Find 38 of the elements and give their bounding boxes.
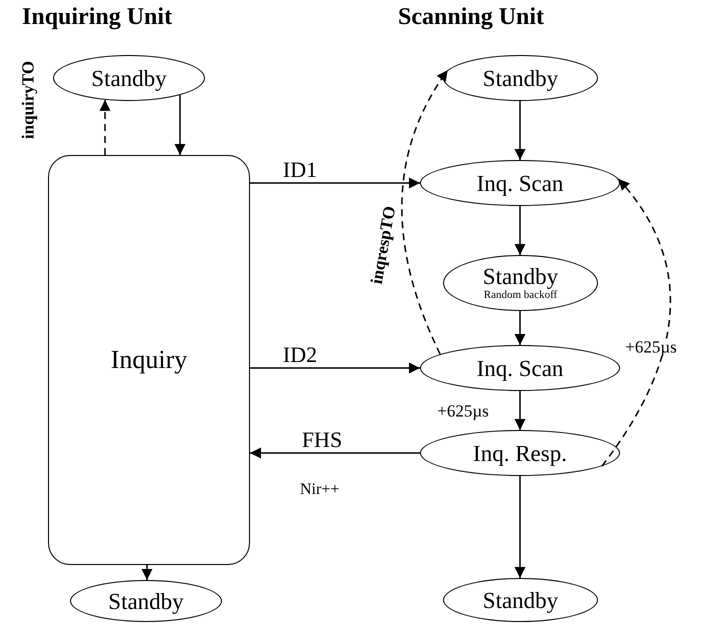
dashed-arrow bbox=[401, 70, 448, 354]
edge-label: +625µs bbox=[624, 338, 678, 356]
arrow bbox=[250, 448, 420, 458]
arrow bbox=[142, 565, 152, 580]
state-box bbox=[48, 155, 250, 565]
note-label: Nir++ bbox=[300, 480, 340, 500]
arrow bbox=[514, 206, 526, 255]
arrow bbox=[250, 362, 420, 374]
arrow bbox=[514, 101, 526, 160]
arrow bbox=[514, 311, 526, 345]
state-label: Standby bbox=[482, 265, 558, 288]
state-label: Standby bbox=[91, 66, 167, 90]
dashed-arrow bbox=[100, 100, 110, 155]
arrow bbox=[250, 178, 420, 188]
state-ellipse bbox=[443, 255, 598, 311]
state-ellipse bbox=[443, 578, 598, 622]
arrow bbox=[174, 95, 186, 155]
state-label: Inquiry bbox=[110, 347, 188, 373]
arrow bbox=[514, 476, 526, 578]
state-label: Standby bbox=[482, 66, 558, 90]
state-ellipse bbox=[443, 55, 598, 101]
arrow bbox=[514, 391, 526, 430]
state-ellipse bbox=[420, 160, 620, 206]
state-ellipse bbox=[70, 580, 222, 622]
state-label: Inq. Scan bbox=[476, 172, 564, 194]
state-ellipse bbox=[420, 345, 620, 391]
state-ellipse bbox=[420, 430, 620, 476]
column-heading: Scanning Unit bbox=[398, 3, 544, 32]
column-heading: Inquiring Unit bbox=[22, 3, 172, 32]
state-label: Inq. Resp. bbox=[473, 442, 567, 464]
state-note: Random backoff bbox=[484, 290, 558, 301]
state-ellipse bbox=[53, 55, 205, 101]
dashed-arrow bbox=[601, 178, 671, 467]
edge-label: +625µs bbox=[436, 402, 490, 420]
state-label: Inq. Scan bbox=[476, 356, 564, 380]
state-label: Standby bbox=[108, 590, 184, 612]
edge-label: inquiryTO bbox=[20, 60, 36, 140]
state-label: Standby bbox=[482, 588, 558, 612]
